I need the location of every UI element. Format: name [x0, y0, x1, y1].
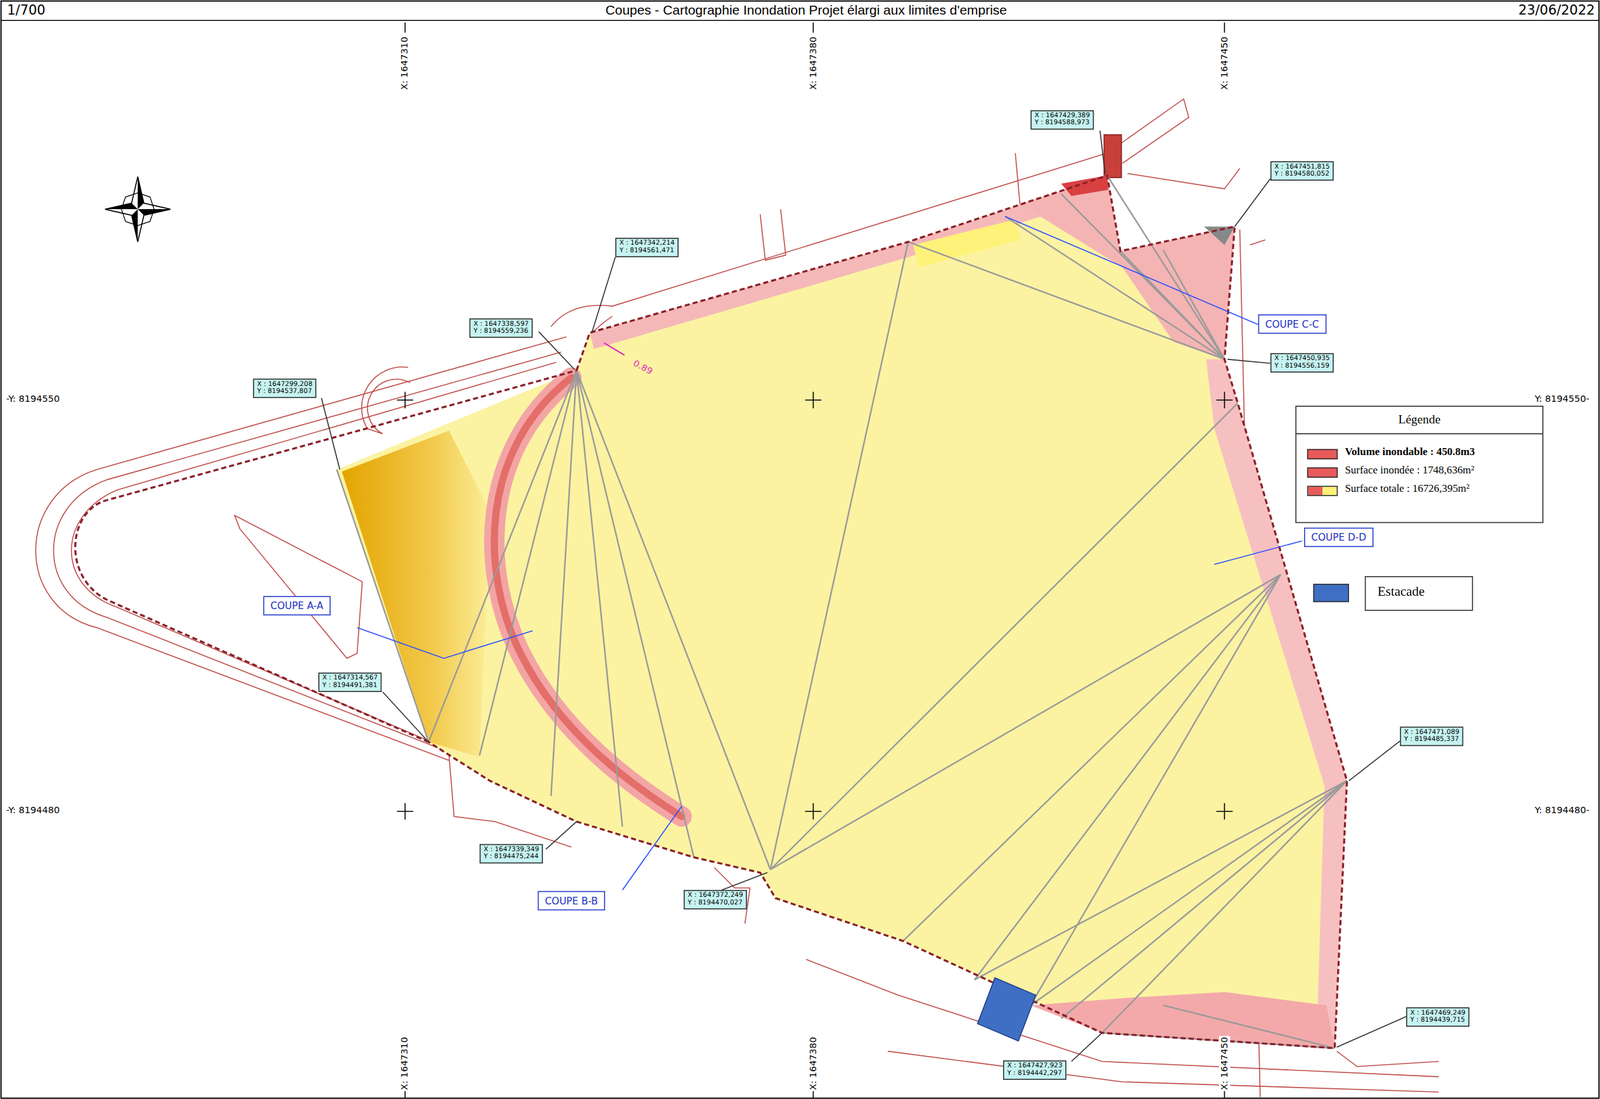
- coordinate-box: X : 1647471,089Y : 8194485,337: [1399, 726, 1464, 746]
- axis-coordinate: X: 1647380: [807, 1035, 819, 1091]
- legend-text: Volume inondable : 450.8m3: [1344, 446, 1475, 458]
- axis-coordinate: X: 1647450: [1219, 1035, 1230, 1091]
- coordinate-text: X : 1647372,249: [687, 891, 743, 900]
- map-label: -Y: 8194550: [5, 394, 61, 405]
- coordinate-box: X : 1647451,815Y : 8194580,052: [1270, 160, 1334, 180]
- coordinate-text: Y : 8194491,381: [322, 681, 378, 690]
- map-label: Y: 8194550-: [1533, 394, 1590, 405]
- section-label: COUPE B-B: [537, 890, 606, 911]
- legend-text: Surface totale : 16726,395m²: [1344, 482, 1470, 495]
- coordinate-text: X : 1647314,567: [322, 674, 378, 682]
- coordinate-text: X : 1647339,349: [483, 845, 539, 854]
- section-name: COUPE B-B: [544, 894, 599, 907]
- map-label: -Y: 8194480: [5, 805, 61, 817]
- section-label: COUPE C-C: [1258, 314, 1327, 334]
- legend-text: Estacade: [1377, 583, 1425, 601]
- coordinate-text: X : 1647450,935: [1274, 354, 1330, 363]
- axis-coordinate: X: 1647380: [807, 35, 819, 91]
- coordinate-text: X : 1647342,214: [619, 239, 675, 248]
- coordinate-text: X : 1647429,389: [1034, 112, 1090, 120]
- section-name: COUPE A-A: [270, 600, 324, 612]
- axis-coordinate: X: 1647310: [399, 1035, 411, 1091]
- coordinate-text: X : 1647338,597: [473, 320, 529, 329]
- legend-text: Surface inondée : 1748,636m²: [1344, 464, 1474, 476]
- section-label: COUPE A-A: [262, 595, 331, 616]
- legend-swatch: [1307, 467, 1338, 478]
- coordinate-text: Y : 8194559,236: [473, 328, 529, 336]
- coordinate-box: X : 1647339,349Y : 8194475,244: [479, 844, 544, 864]
- axis-coordinate: X: 1647310: [399, 35, 411, 91]
- coordinate-text: X : 1647427,923: [1006, 1062, 1063, 1070]
- section-label: COUPE D-D: [1304, 527, 1374, 548]
- coordinate-text: Y : 8194442,297: [1006, 1069, 1063, 1078]
- coordinate-text: Y : 8194537,807: [257, 388, 313, 397]
- coordinate-text: Y : 8194475,244: [483, 853, 539, 862]
- coordinate-box: X : 1647450,935Y : 8194556,159: [1270, 352, 1334, 372]
- map-title: Coupes - Cartographie Inondation Projet …: [604, 1, 1009, 18]
- section-name: COUPE D-D: [1311, 531, 1367, 544]
- coordinate-text: Y : 8194439,715: [1409, 1017, 1466, 1025]
- map-label: Y: 8194480-: [1533, 805, 1590, 817]
- coordinate-text: X : 1647299,208: [257, 380, 313, 389]
- coordinate-box: X : 1647342,214Y : 8194561,471: [615, 237, 679, 257]
- map-label: Légende: [1397, 411, 1442, 427]
- coordinate-box: X : 1647372,249Y : 8194470,027: [683, 889, 748, 909]
- coordinate-box: X : 1647299,208Y : 8194537,807: [252, 378, 317, 398]
- legend-swatch: [1312, 583, 1349, 602]
- coordinate-box: X : 1647338,597Y : 8194559,236: [469, 318, 533, 338]
- coordinate-text: X : 1647451,815: [1274, 163, 1330, 172]
- axis-coordinate: X: 1647450: [1219, 35, 1230, 91]
- map-label: 23/06/2022: [1517, 1, 1597, 18]
- coordinate-text: Y : 8194556,159: [1274, 362, 1330, 371]
- coordinate-box: X : 1647429,389Y : 8194588,973: [1030, 110, 1094, 130]
- map-label: 1/700: [6, 1, 47, 18]
- section-name: COUPE C-C: [1265, 318, 1320, 330]
- coordinate-box: X : 1647314,567Y : 8194491,381: [318, 672, 382, 692]
- coordinate-text: X : 1647471,089: [1404, 728, 1460, 737]
- coordinate-text: Y : 8194561,471: [619, 247, 675, 255]
- coordinate-box: X : 1647427,923Y : 8194442,297: [1003, 1060, 1067, 1080]
- coordinate-box: X : 1647469,249Y : 8194439,715: [1406, 1006, 1470, 1026]
- coordinate-text: Y : 8194580,052: [1274, 171, 1330, 179]
- coordinate-text: Y : 8194588,973: [1034, 119, 1090, 128]
- coordinate-text: X : 1647469,249: [1409, 1009, 1466, 1018]
- legend-swatch: [1307, 486, 1338, 497]
- coordinate-text: Y : 8194485,337: [1404, 736, 1460, 744]
- coordinate-text: Y : 8194470,027: [687, 899, 743, 907]
- legend-swatch: [1307, 449, 1338, 460]
